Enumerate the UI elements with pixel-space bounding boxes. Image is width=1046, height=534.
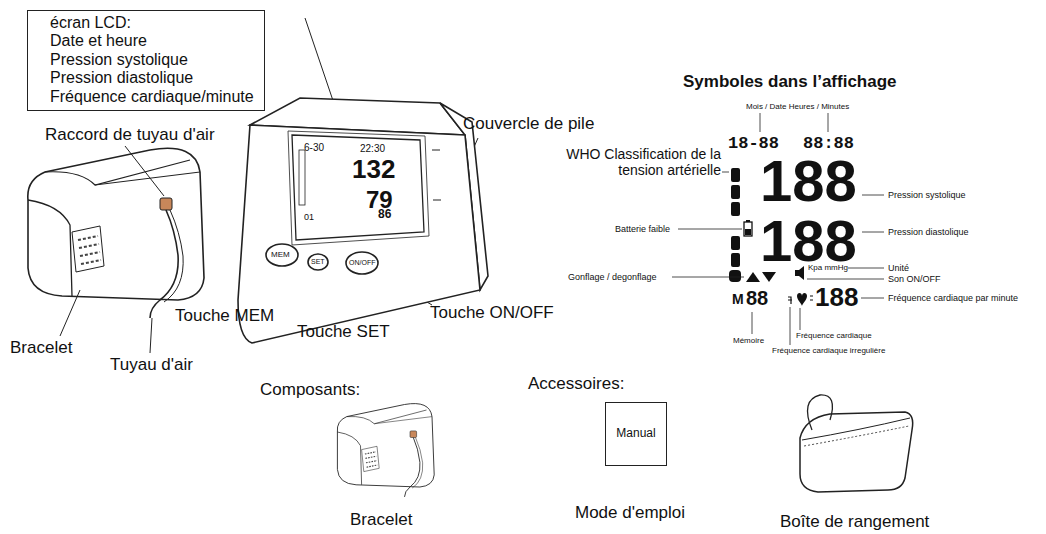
cuff-illustration: [28, 148, 204, 318]
display-digits: 88: [746, 287, 768, 310]
display-digits: 88:88: [803, 134, 854, 154]
part-label: Couvercle de pile: [463, 114, 594, 134]
monitor-drawing-part: [299, 150, 305, 205]
button-label: Touche ON/OFF: [430, 303, 554, 323]
callout-text: Pression systolique: [50, 51, 254, 69]
manual-text: Manual: [616, 427, 655, 441]
callout-box: écran LCD:Date et heurePression systoliq…: [27, 10, 265, 111]
symbol-label: Batterie faible: [615, 224, 670, 234]
screen-digits: 22:30: [360, 143, 385, 155]
display-symbols-part: [797, 293, 807, 306]
display-symbols-part: [746, 220, 750, 222]
storage-pouch-part: [800, 412, 913, 492]
monitor-drawing-part: [346, 252, 378, 274]
monitor-drawing-part: [266, 244, 298, 266]
display-leaders-part: [760, 113, 761, 132]
symbol-label: Fréquence cardiaque par minute: [888, 293, 1018, 303]
cuff-illustration-part: [28, 148, 204, 318]
screen-digits: 132: [352, 155, 395, 185]
leader-lines-part: [150, 318, 152, 353]
display-leaders-part: [862, 195, 884, 196]
button-text: ON/OFF: [349, 259, 375, 267]
button-text: MEM: [271, 250, 290, 259]
display-leaders-part: [672, 277, 744, 278]
leader-lines-part: [60, 290, 80, 336]
storage-pouch-part: [804, 426, 909, 446]
callout-text: Pression diastolique: [50, 69, 254, 87]
symbol-label: WHO Classification de la tension artérie…: [545, 146, 721, 178]
monitor-drawing-part: [292, 135, 424, 240]
part-label: Boîte de rangement: [780, 512, 929, 532]
button-text: SET: [311, 258, 325, 266]
symbol-label: Mémoire: [733, 336, 764, 345]
display-digits: 188: [760, 152, 857, 210]
display-symbols-part: [729, 270, 741, 282]
callout-text: Date et heure: [50, 32, 254, 50]
display-symbols-part: [745, 229, 751, 235]
display-symbols-part: [746, 272, 760, 282]
monitor-drawing-part: [288, 131, 429, 245]
display-digits: 18-88: [728, 134, 779, 154]
display-digits: M: [732, 291, 744, 307]
screen-digits: 6-30: [304, 142, 324, 154]
part-label: Tuyau d'air: [110, 355, 193, 375]
display-symbols-part: [762, 272, 776, 282]
section-heading: Accessoires:: [528, 374, 624, 394]
part-label: Bracelet: [350, 510, 412, 530]
display-leaders-part: [862, 232, 884, 233]
storage-pouch-part: [808, 395, 833, 430]
section-heading: Composants:: [260, 380, 360, 400]
cuff-small-part: [337, 404, 434, 497]
manual-box: Manual: [605, 402, 667, 466]
symbol-label: Fréquence cardiaque irregulière: [772, 346, 885, 355]
display-leaders-part: [790, 307, 791, 345]
part-label: Bracelet: [10, 338, 72, 358]
symbol-label: Gonflage / degonflage: [568, 272, 657, 282]
symbol-label: Mois / Date Heures / Minutes: [746, 102, 849, 111]
display-leaders-part: [722, 172, 729, 173]
display-leaders-part: [861, 298, 884, 299]
display-leaders-part: [828, 113, 829, 132]
callout-text: écran LCD:: [50, 14, 254, 32]
symbol-label: Pression diastolique: [888, 227, 969, 237]
display-leaders-part: [807, 279, 884, 280]
display-digits: 188: [760, 212, 857, 270]
display-symbols-part: [731, 236, 740, 250]
unit-text: Kpa mmHg: [808, 263, 848, 272]
monitor-drawing-part: [308, 254, 328, 270]
cuff-small: [337, 404, 434, 497]
display-symbols-part: [744, 222, 752, 236]
part-label: Mode d'emploi: [575, 503, 685, 523]
storage-pouch: [800, 395, 913, 492]
screen-digits: 01: [304, 212, 314, 222]
display-leaders-part: [800, 308, 801, 330]
display-symbols-part: [810, 296, 813, 300]
display-symbols-part: [731, 253, 740, 267]
display-symbols-part: [731, 185, 740, 199]
symbol-label: Son ON/OFF: [888, 274, 941, 284]
display-leaders-part: [752, 312, 753, 334]
button-label: Touche MEM: [175, 306, 274, 326]
leader-lines-part: [125, 146, 164, 196]
symbol-label: Fréquence cardiaque: [796, 331, 872, 340]
screen-digits: 86: [378, 208, 391, 222]
callout-text: Fréquence cardiaque/minute: [50, 88, 254, 106]
symbol-label: Unité: [888, 263, 909, 273]
display-symbols-part: [731, 202, 740, 216]
monitor-drawing-part: [432, 150, 441, 200]
display-symbols-part: [788, 297, 792, 304]
symbol-label: Pression systolique: [888, 190, 966, 200]
display-digits: 188: [815, 283, 858, 313]
display-symbols-part: [731, 168, 740, 182]
section-heading: Symboles dans l’affichage: [683, 72, 897, 92]
part-label: Raccord de tuyau d'air: [45, 125, 215, 145]
display-leaders-part: [678, 229, 742, 230]
button-label: Touche SET: [297, 322, 390, 342]
